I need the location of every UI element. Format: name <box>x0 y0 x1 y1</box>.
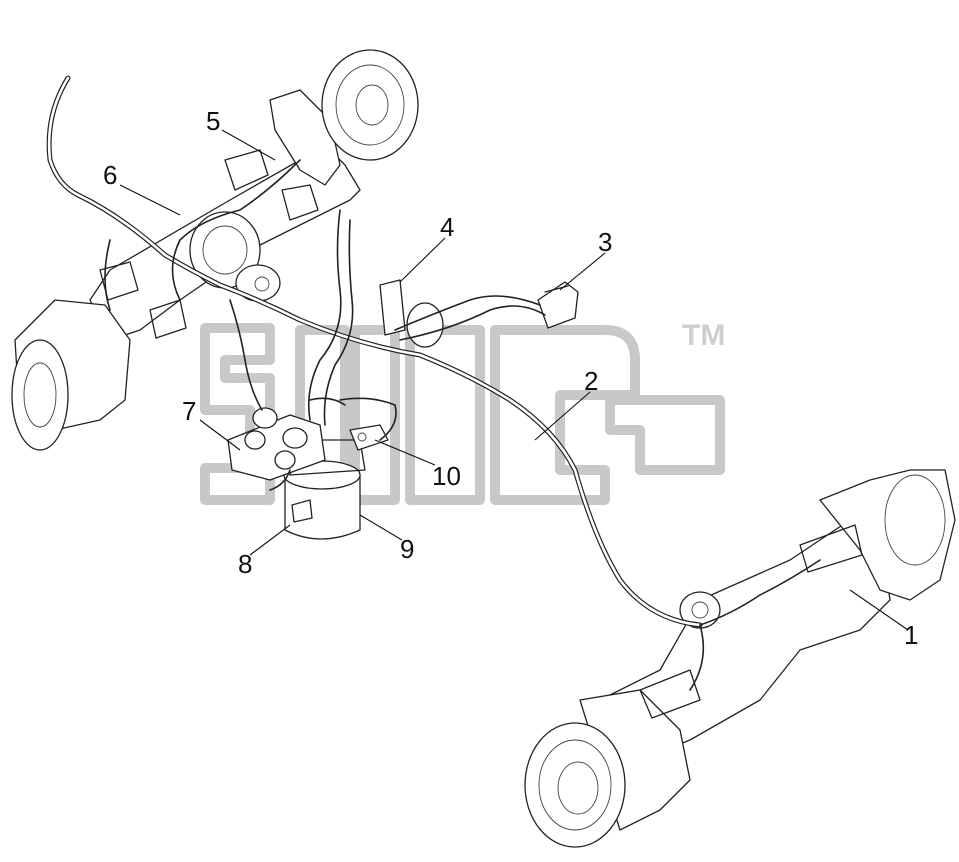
pedal-valve <box>537 281 579 329</box>
brake-lines <box>46 75 821 691</box>
air-tank <box>283 439 366 540</box>
callout-9: 9 <box>400 534 414 564</box>
callout-8: 8 <box>238 549 252 579</box>
rear-axle <box>11 49 419 451</box>
callout-3: 3 <box>598 227 612 257</box>
callout-7: 7 <box>182 396 196 426</box>
callout-2: 2 <box>584 366 598 396</box>
valve-block <box>227 407 326 481</box>
callout-1: 1 <box>904 620 918 650</box>
callout-10: 10 <box>432 461 461 491</box>
trademark-mark: TM <box>682 319 725 352</box>
leader-lines <box>119 129 909 631</box>
callout-6: 6 <box>103 160 117 190</box>
callout-4: 4 <box>440 212 454 242</box>
callout-5: 5 <box>206 106 220 136</box>
callouts: 1 2 3 4 5 6 7 8 9 10 <box>103 106 918 650</box>
front-axle <box>524 469 956 848</box>
regulator-valve <box>349 424 389 451</box>
